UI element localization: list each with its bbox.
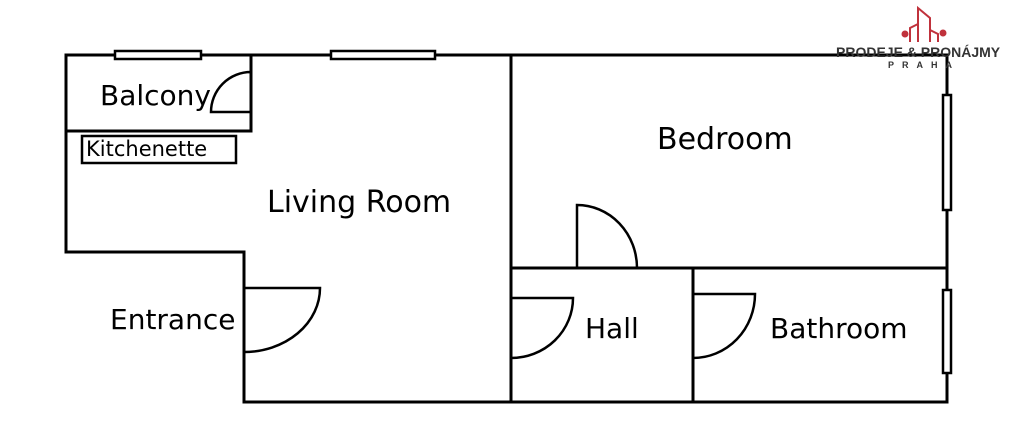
hall-door: [509, 296, 575, 360]
logo-city: PRAHA: [888, 60, 961, 70]
bedroom-door: [575, 203, 639, 269]
label-living-room: Living Room: [267, 185, 452, 220]
entrance-door: [242, 286, 322, 354]
window: [113, 49, 203, 61]
window: [329, 49, 437, 61]
window: [941, 288, 953, 375]
window: [941, 93, 953, 212]
label-bathroom: Bathroom: [770, 312, 908, 345]
balcony-door: [209, 70, 253, 114]
label-bedroom: Bedroom: [657, 122, 793, 157]
label-balcony: Balcony: [100, 79, 211, 112]
logo-name: PRODEJE & PRONÁJMY: [836, 44, 1001, 60]
bathroom-door: [691, 292, 757, 360]
label-entrance: Entrance: [110, 303, 236, 336]
outer-wall: [64, 53, 949, 404]
label-kitchenette: Kitchenette: [86, 137, 208, 161]
label-hall: Hall: [585, 312, 639, 345]
kitchenette-counter: [80, 134, 238, 165]
logo-building-icon: [901, 5, 947, 42]
